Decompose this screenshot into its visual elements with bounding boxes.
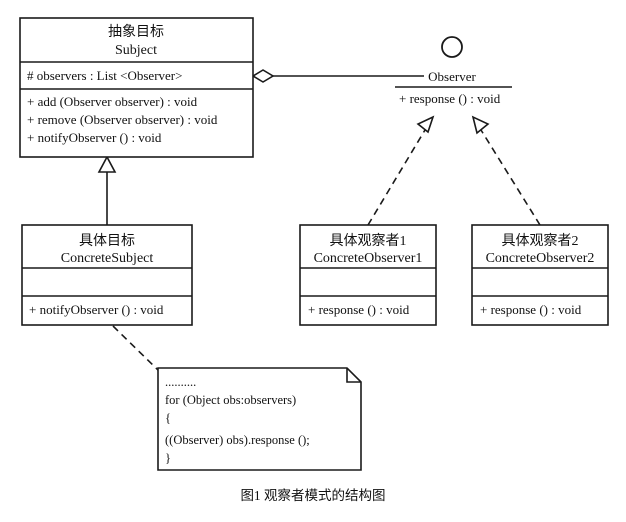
interface-observer[interactable]: Observer + response () : void [395,36,512,106]
note-text-line: { [165,411,171,425]
class-box-subject[interactable]: 抽象目标 Subject # observers : List <Observe… [19,17,254,158]
class-concrete-observer-1-title-cn: 具体观察者1 [330,232,407,249]
class-box-concrete-subject[interactable]: 具体目标 ConcreteSubject + notifyObserver ()… [21,224,193,326]
note-text-line: } [165,451,171,465]
interface-observer-operation: + response () : void [399,91,501,106]
class-concrete-observer-2-title-en: ConcreteObserver2 [486,251,595,266]
class-concrete-subject-title-cn: 具体目标 [79,233,135,249]
relationship-realization-observer2-interface [471,115,541,226]
class-concrete-subject-title-en: ConcreteSubject [61,251,154,266]
figure-caption: 图1 观察者模式的结构图 [240,487,385,503]
class-box-concrete-observer-1[interactable]: 具体观察者1 ConcreteObserver1 + response () :… [299,224,437,326]
note-text-line: ((Observer) obs).response (); [165,433,310,447]
class-concrete-observer-1-title-en: ConcreteObserver1 [314,251,423,266]
note-fold-corner [346,368,361,383]
class-subject-title-cn: 抽象目标 [108,24,164,40]
class-subject-attribute: # observers : List <Observer> [27,68,182,83]
note-text-line: for (Object obs:observers) [165,393,296,407]
relationship-generalization-concretesubject-subject [97,155,117,225]
note-box[interactable]: .......... for (Object obs:observers) { … [157,367,362,471]
class-concrete-observer-1-operation: + response () : void [308,302,410,317]
class-box-concrete-observer-2[interactable]: 具体观察者2 ConcreteObserver2 + response () :… [471,224,609,326]
class-subject-operation: + remove (Observer observer) : void [27,112,218,127]
note-text-line: .......... [165,375,196,389]
class-concrete-subject-operation: + notifyObserver () : void [29,302,164,317]
interface-observer-name: Observer [428,69,476,84]
class-subject-operation: + notifyObserver () : void [27,130,162,145]
class-concrete-observer-2-title-cn: 具体观察者2 [502,232,579,249]
class-subject-title-en: Subject [115,43,157,58]
interface-circle-icon [441,36,463,58]
relationship-aggregation-subject-observer [251,69,424,83]
class-concrete-observer-2-operation: + response () : void [480,302,582,317]
class-subject-operation: + add (Observer observer) : void [27,94,198,109]
relationship-realization-observer1-interface [367,115,435,226]
relationship-note-anchor [112,325,161,373]
